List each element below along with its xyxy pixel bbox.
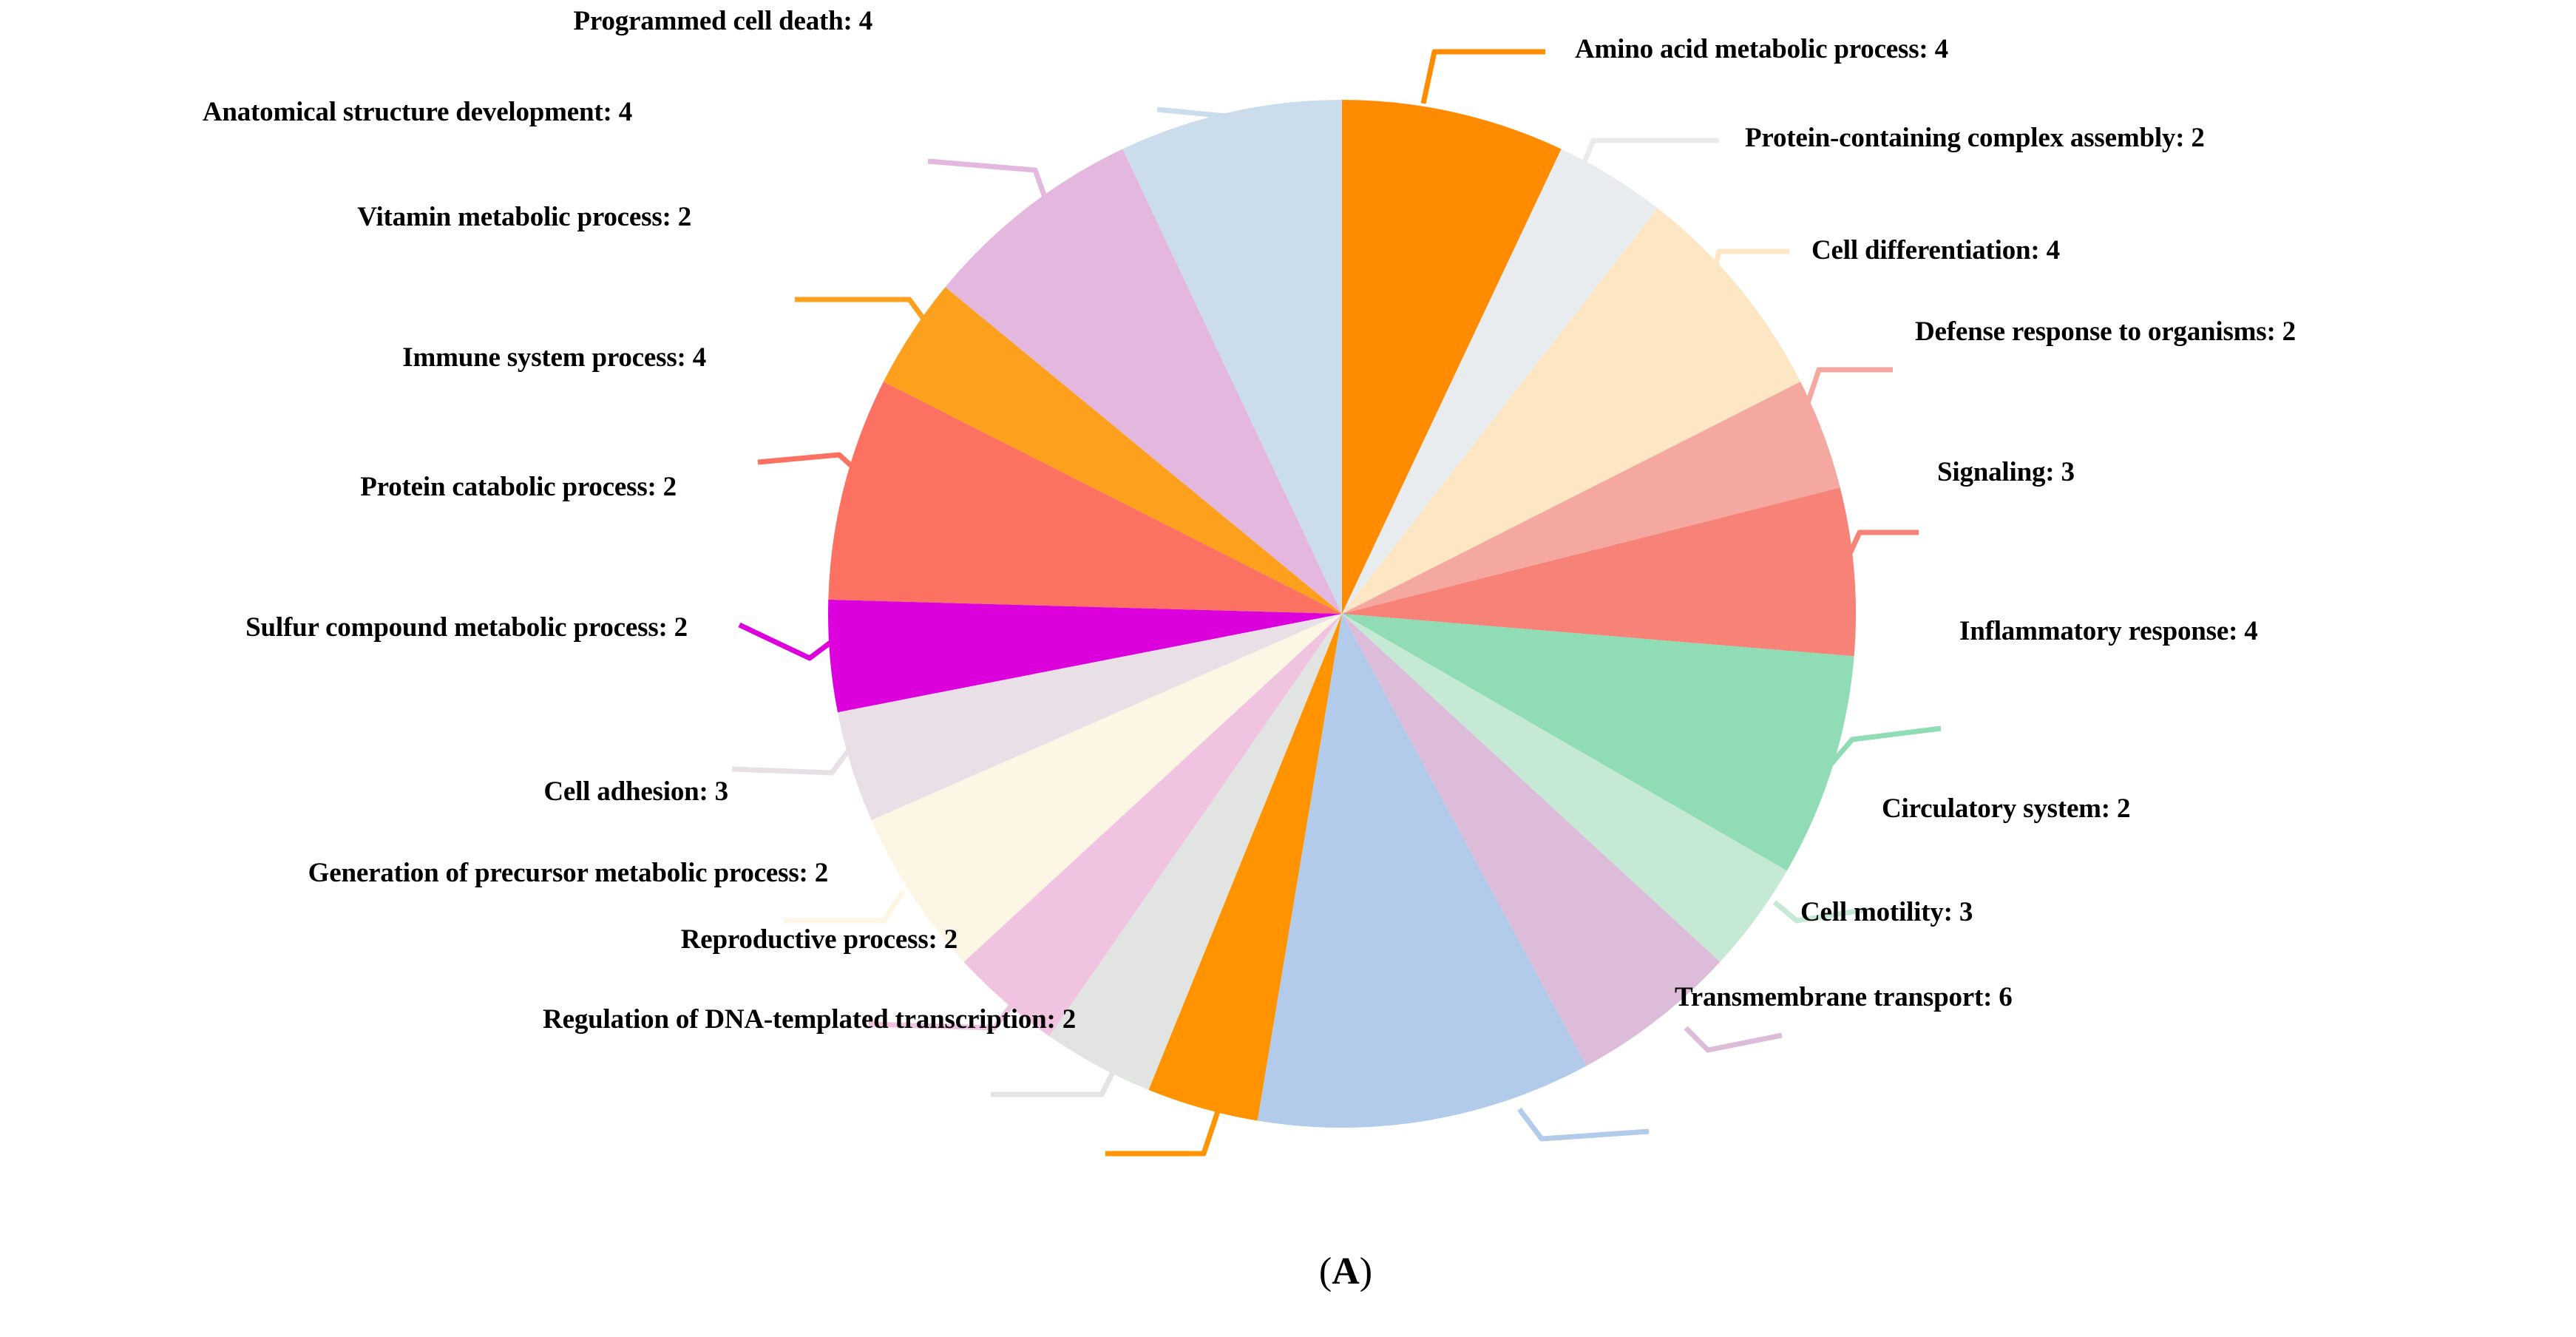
panel-letter-close-paren: )	[1359, 1250, 1373, 1293]
pie-slice[interactable]	[1122, 100, 1342, 614]
panel-letter: (A)	[1257, 1250, 1434, 1293]
pie-slice-label: Circulatory system: 2	[1882, 793, 2131, 824]
pie-slice-label: Regulation of DNA-templated transcriptio…	[543, 1004, 1076, 1035]
pie-slice-label: Sulfur compound metabolic process: 2	[245, 612, 688, 643]
pie-slice-label: Generation of precursor metabolic proces…	[308, 858, 829, 888]
leader-line	[731, 741, 856, 776]
leader-line	[868, 996, 1019, 1031]
pie-slice[interactable]	[1048, 614, 1342, 1090]
pie-slice[interactable]	[1342, 614, 1854, 871]
pie-slice[interactable]	[871, 614, 1342, 962]
pie-slice[interactable]	[1342, 208, 1801, 614]
leader-line	[1838, 529, 1919, 575]
pie-slice-label: Cell adhesion: 3	[543, 776, 728, 807]
pie-slice[interactable]	[828, 382, 1342, 614]
pie-slice[interactable]	[1342, 614, 1721, 1066]
pie-slice-label: Inflammatory response: 4	[1959, 616, 2258, 646]
leader-lines-group	[731, 49, 1942, 1157]
pie-slice[interactable]	[945, 149, 1342, 615]
pie-slice-label: Signaling: 3	[1937, 457, 2075, 487]
pie-slice[interactable]	[1148, 614, 1342, 1121]
panel-letter-open-paren: (	[1318, 1250, 1332, 1293]
pie-slice[interactable]	[1342, 614, 1787, 962]
pie-slice[interactable]	[1257, 614, 1587, 1128]
leader-line	[1828, 725, 1942, 768]
leader-line	[795, 297, 941, 342]
pie-slice-label: Amino acid metabolic process: 4	[1575, 34, 1948, 64]
leader-line	[1772, 900, 1868, 924]
pie-slice[interactable]	[963, 614, 1342, 1037]
pie-slice-label: Immune system process: 4	[402, 342, 706, 373]
leader-line	[991, 1063, 1119, 1097]
leader-line	[1420, 49, 1545, 104]
pie-slice[interactable]	[1342, 382, 1840, 614]
pie-slice[interactable]	[1342, 487, 1857, 657]
pie-slice[interactable]	[837, 614, 1342, 821]
pie-slice-label: Protein catabolic process: 2	[360, 472, 677, 502]
leader-line	[1105, 1108, 1221, 1157]
pie-slice-label: Cell differentiation: 4	[1811, 235, 2060, 265]
leader-line	[1517, 1107, 1650, 1142]
leader-line	[738, 622, 841, 661]
pie-slice-label: Cell motility: 3	[1800, 897, 1973, 927]
pie-slices-group	[827, 100, 1857, 1128]
leader-line	[927, 158, 1057, 223]
leader-line	[1156, 106, 1253, 189]
pie-slice[interactable]	[827, 599, 1342, 713]
pie-slice-label: Transmembrane transport: 6	[1675, 982, 2013, 1012]
panel-letter-value: A	[1332, 1250, 1360, 1293]
pie-slice[interactable]	[1342, 149, 1658, 615]
pie-slice[interactable]	[883, 287, 1342, 614]
pie-slice-label: Programmed cell death: 4	[573, 6, 873, 36]
leader-line	[1801, 367, 1893, 416]
pie-slice-label: Vitamin metabolic process: 2	[357, 202, 691, 232]
leader-line	[784, 890, 906, 924]
leader-line	[1684, 1026, 1783, 1053]
pie-slice[interactable]	[1342, 100, 1562, 614]
leader-line	[1705, 248, 1789, 297]
pie-slice-label: Anatomical structure development: 4	[202, 97, 632, 127]
pie-slice-label: Reproductive process: 2	[680, 924, 957, 955]
leader-line	[757, 452, 866, 479]
pie-slice-label: Protein-containing complex assembly: 2	[1745, 123, 2205, 153]
pie-slice-label: Defense response to organisms: 2	[1915, 317, 2296, 347]
leader-line	[1572, 138, 1719, 186]
